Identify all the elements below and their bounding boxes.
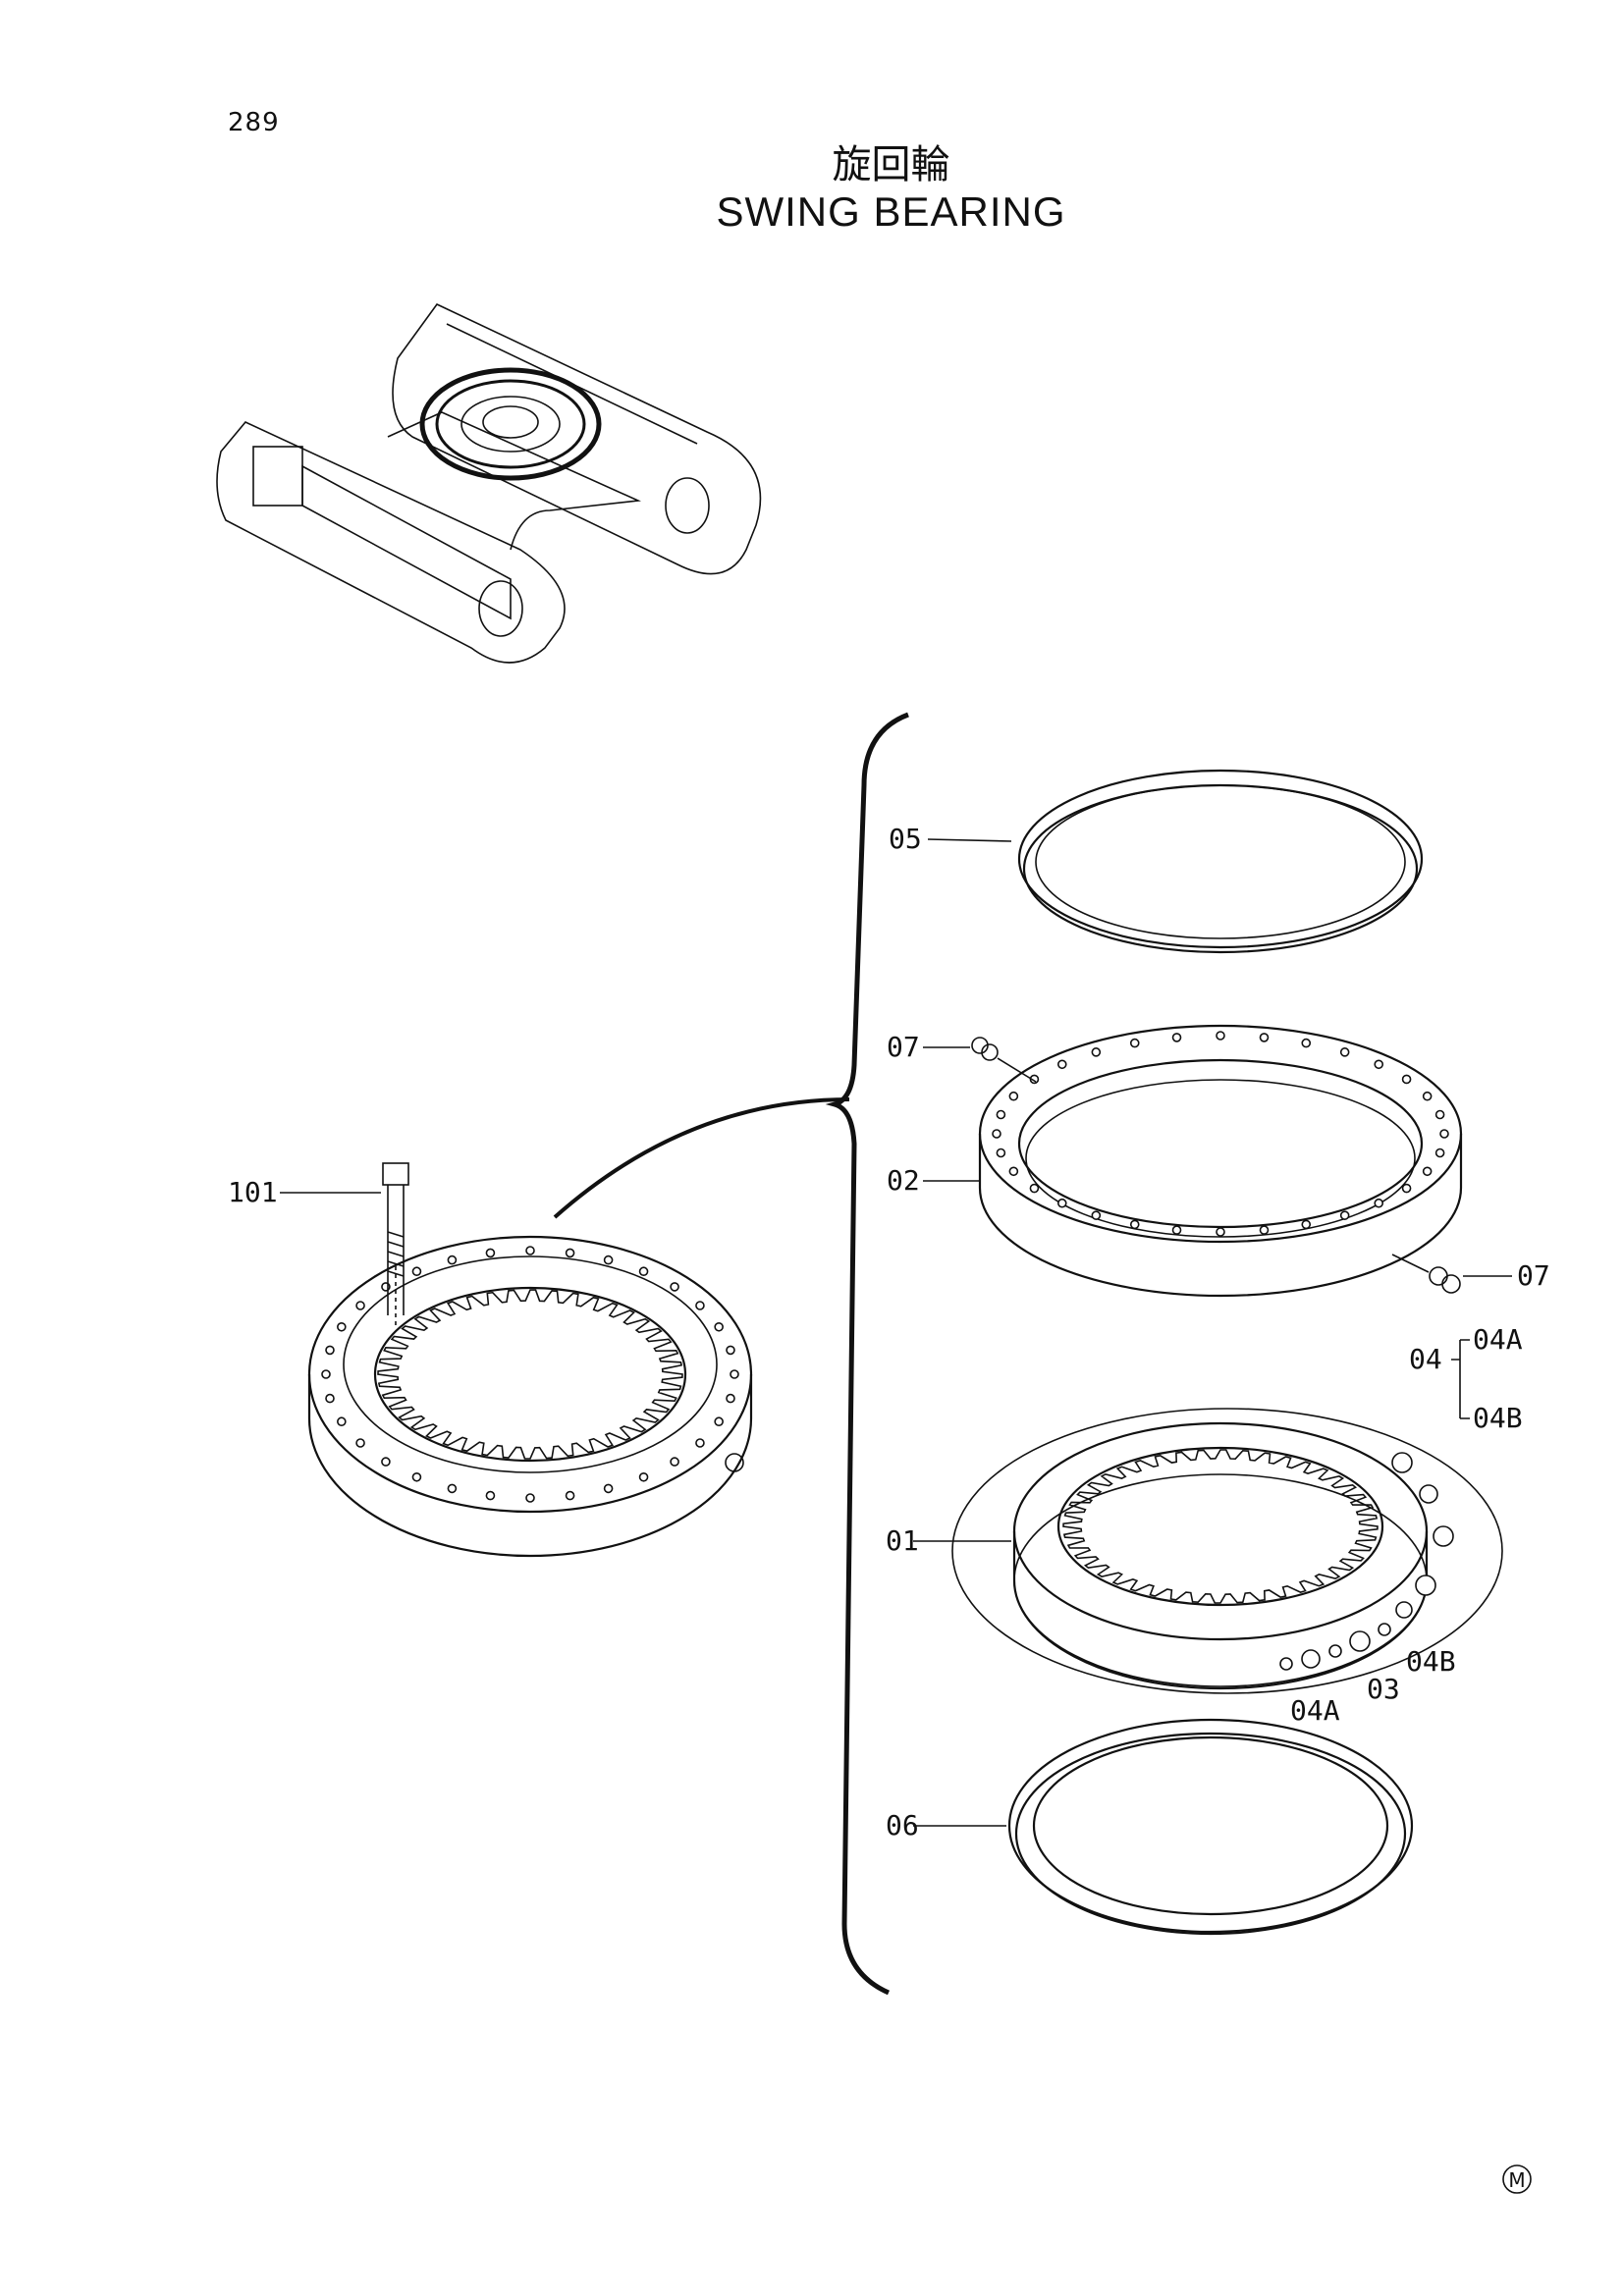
part-101-bolt [382, 1162, 409, 1325]
part-05-seal [1017, 769, 1424, 954]
assembled-swing-bearing [307, 1235, 753, 1558]
title-english: SWING BEARING [716, 188, 1066, 235]
callout-04B-group: 04B [1473, 1402, 1523, 1434]
assembly-bracket [825, 712, 909, 1996]
callout-06: 06 [886, 1809, 919, 1842]
part-02-outer-ring [978, 1024, 1463, 1298]
callout-04: 04 [1409, 1343, 1442, 1375]
callout-04A: 04A [1290, 1694, 1340, 1727]
callout-02: 02 [887, 1164, 920, 1197]
part-01-inner-ring [951, 1408, 1503, 1694]
part-03-04-balls [1279, 1452, 1454, 1671]
svg-text:M: M [1508, 2168, 1525, 2192]
m-mark: M [1502, 2164, 1532, 2194]
callout-04A-group: 04A [1473, 1323, 1523, 1356]
title-japanese: 旋回輪 [832, 142, 950, 187]
callout-05: 05 [889, 823, 922, 855]
callout-04B: 04B [1406, 1645, 1456, 1678]
part-06-seal [1007, 1718, 1414, 1936]
callout-101: 101 [228, 1176, 278, 1208]
leader-lines [280, 838, 1512, 1827]
callout-01: 01 [886, 1524, 919, 1557]
callout-07-lower: 07 [1517, 1259, 1550, 1292]
bracket-leader [553, 1097, 850, 1219]
undercarriage-overview [216, 302, 762, 664]
callout-07-upper: 07 [887, 1031, 920, 1063]
callout-03: 03 [1367, 1673, 1400, 1705]
page-number: 289 [228, 108, 280, 137]
part-07-grease-fitting [971, 1037, 1461, 1294]
